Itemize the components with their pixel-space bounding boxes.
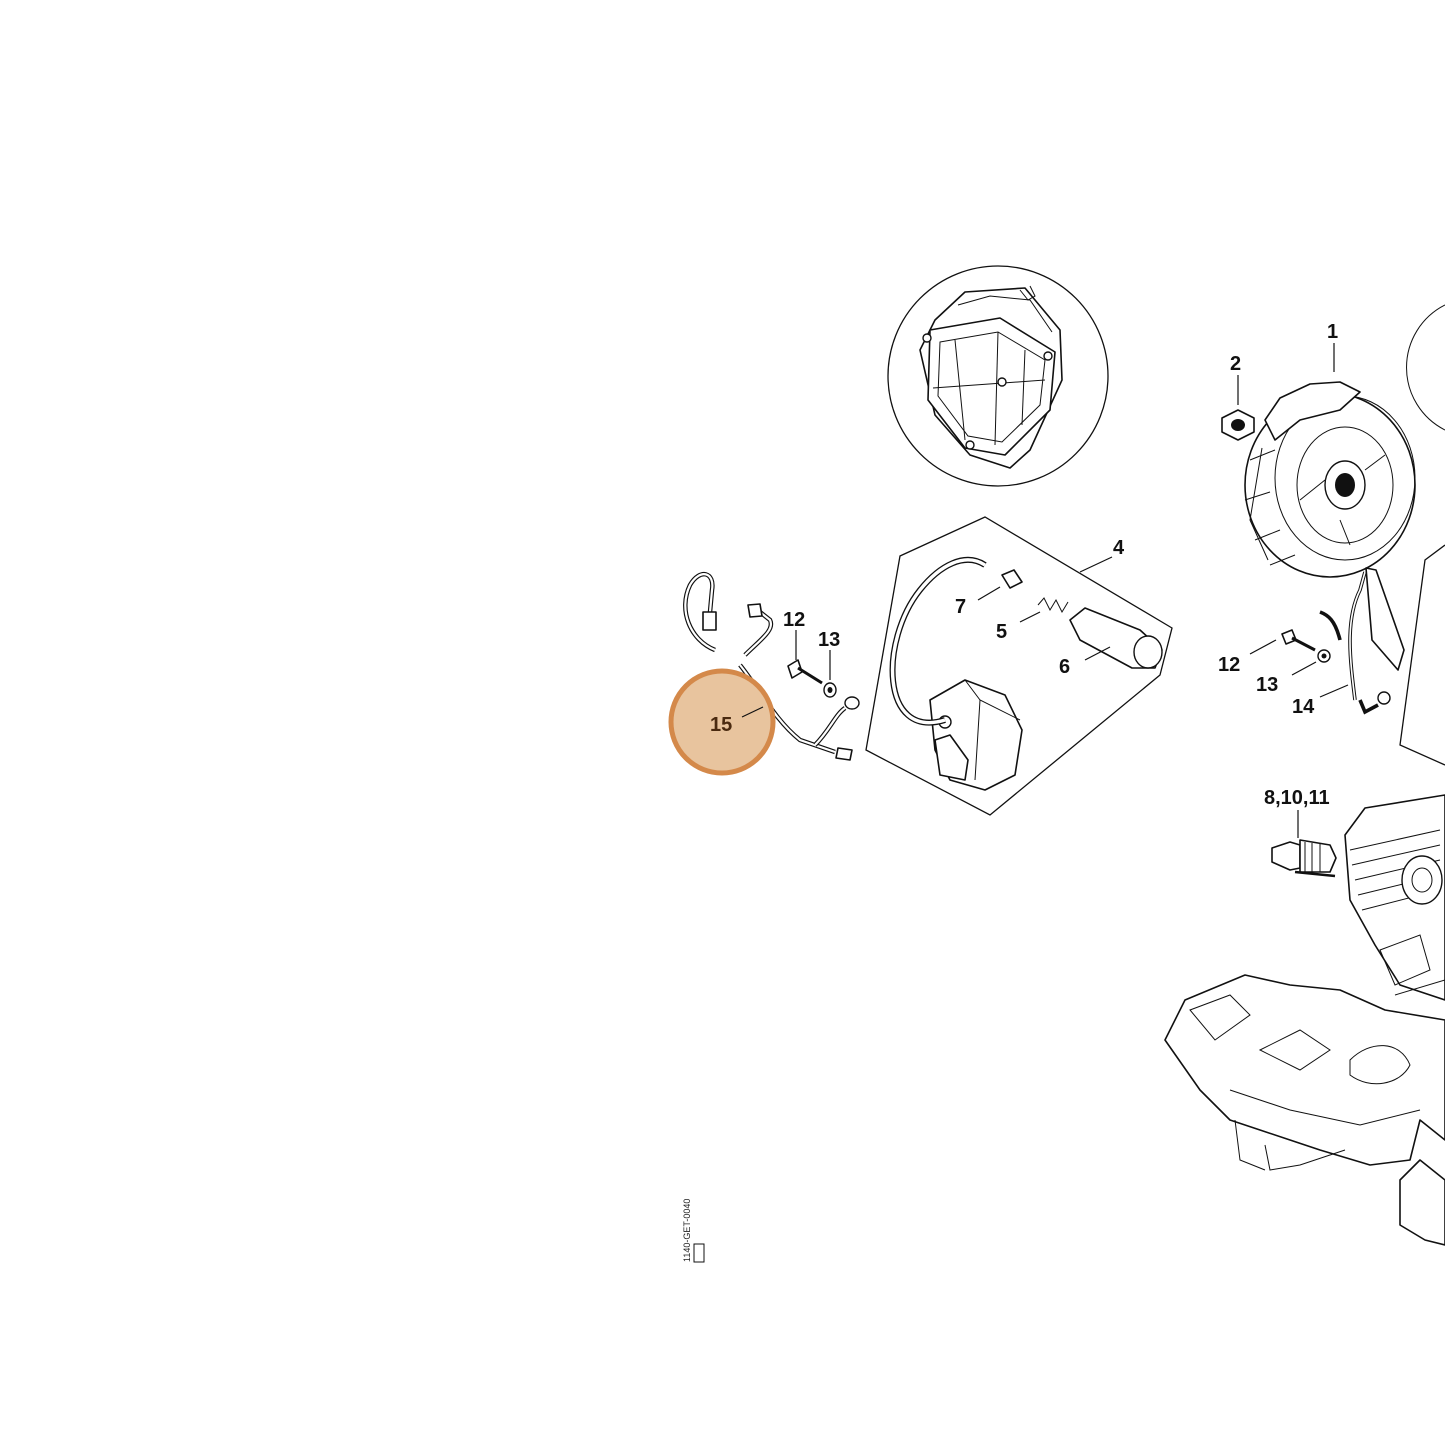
flywheel-part: [1244, 381, 1416, 578]
washer-part-right: [1317, 649, 1331, 663]
ignition-module-group: [865, 516, 1173, 816]
callout-8-10-11[interactable]: 8,10,11: [1264, 787, 1330, 809]
callout-13-right[interactable]: 13: [1256, 674, 1278, 696]
leader-line-15: [741, 706, 764, 718]
callout-5[interactable]: 5: [996, 621, 1007, 643]
callout-14[interactable]: 14: [1292, 696, 1315, 718]
detail-circle-edge: [1406, 304, 1445, 431]
spark-plug-part: [1271, 839, 1337, 878]
callout-1[interactable]: 1: [1327, 321, 1338, 343]
callout-7[interactable]: 7: [955, 596, 966, 618]
engine-housing-part: [1164, 794, 1445, 1246]
nut-part: [1221, 409, 1255, 441]
callout-15[interactable]: 15: [710, 714, 732, 736]
highlight-circle[interactable]: [668, 668, 776, 776]
drawing-code-stamp: 1140-GET-0040: [682, 1199, 705, 1263]
callout-12-left[interactable]: 12: [783, 609, 805, 631]
callout-4[interactable]: 4: [1113, 537, 1125, 559]
screw-part-left: [787, 659, 823, 685]
screw-part-right: [1281, 629, 1316, 652]
callout-12-right[interactable]: 12: [1218, 654, 1240, 676]
drawing-code: 1140-GET-0040: [682, 1199, 692, 1262]
callout-13-left[interactable]: 13: [818, 629, 840, 651]
ground-wire-part: [1319, 567, 1405, 715]
housing-edge: [1399, 544, 1445, 766]
washer-part-left: [823, 682, 837, 698]
callout-2[interactable]: 2: [1230, 353, 1241, 375]
callout-6[interactable]: 6: [1059, 656, 1070, 678]
air-filter-detail-view: [887, 265, 1109, 487]
